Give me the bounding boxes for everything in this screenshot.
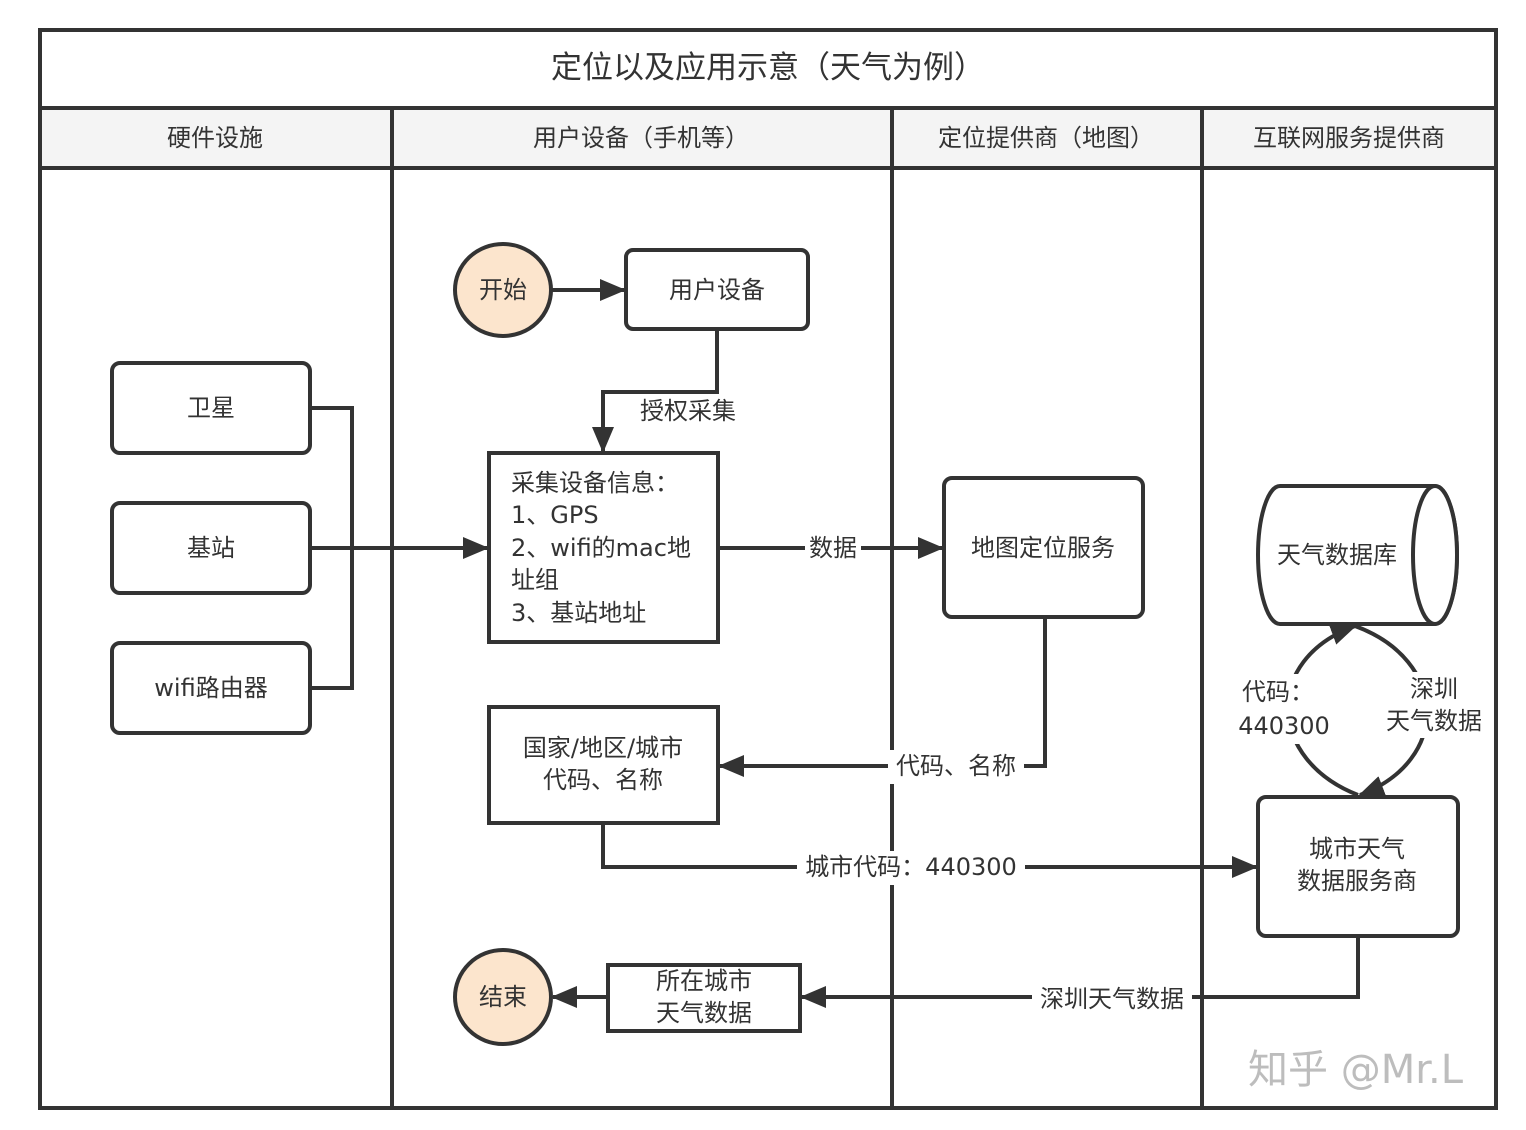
end-terminal-shape (453, 948, 553, 1046)
collect-info-line: 1、GPS (511, 501, 599, 529)
edge-label-code-name: 代码、名称 (896, 752, 1016, 780)
user-device-shape (624, 248, 810, 331)
collect-info-line: 3、基站地址 (511, 599, 646, 627)
lane-header-user-device: 用户设备（手机等） (533, 124, 749, 152)
collect-info-line: 采集设备信息： (511, 469, 679, 497)
start-label: 开始 (479, 276, 527, 304)
collect-info-shape (487, 451, 720, 644)
node-base-station: 基站 (110, 501, 312, 595)
edge-label-query-db-line1: 代码： (1242, 678, 1314, 706)
diagram-title: 定位以及应用示意（天气为例） (551, 50, 985, 86)
city-weather-line: 所在城市 (656, 967, 752, 995)
map-service-shape (942, 476, 1145, 619)
edge-label-query-db-line2: 440300 (1238, 712, 1330, 740)
edge-label-db-result-line2: 天气数据 (1386, 707, 1482, 735)
diagram-frame (38, 28, 1498, 1110)
edge-label-bg (888, 750, 1024, 784)
edge-label-bg (1236, 674, 1332, 744)
user-device-label: 用户设备 (669, 276, 765, 304)
node-weather-db: 天气数据库 (1256, 484, 1459, 626)
weather-provider-line: 数据服务商 (1297, 867, 1417, 895)
edge-label-db-result-line1: 深圳 (1410, 675, 1458, 703)
wifi-router-label: wifi路由器 (154, 674, 267, 702)
weather-provider-line: 城市天气 (1309, 835, 1405, 863)
node-user-device: 用户设备 (624, 248, 810, 331)
satellite-label: 卫星 (187, 394, 235, 422)
wifi-router-shape (110, 641, 312, 735)
region-code-line: 代码、名称 (543, 766, 663, 794)
collect-info-line: 2、wifi的mac地 (511, 534, 691, 562)
edge-label-bg (797, 851, 1025, 885)
edge-city-code (601, 823, 1258, 878)
node-city-weather: 所在城市 天气数据 (606, 963, 802, 1033)
lane-header-location-provider: 定位提供商（地图） (938, 124, 1154, 152)
lane-header-background (40, 110, 1496, 168)
watermark: 知乎 @Mr.L (1248, 1047, 1464, 1093)
region-code-line: 国家/地区/城市 (523, 734, 683, 762)
lane-header-internet-provider: 互联网服务提供商 (1253, 124, 1445, 152)
node-region-code: 国家/地区/城市 代码、名称 (487, 705, 720, 825)
edge-label-bg (1380, 672, 1488, 738)
node-start: 开始 (453, 242, 553, 338)
map-service-label: 地图定位服务 (971, 534, 1115, 562)
base-station-label: 基站 (187, 534, 235, 562)
edge-label-city-code: 城市代码：440300 (805, 853, 1017, 881)
edge-label-bg (1032, 981, 1192, 1015)
end-label: 结束 (479, 983, 527, 1011)
edge-label-sz-weather: 深圳天气数据 (1040, 985, 1184, 1013)
node-collect-info: 采集设备信息： 1、GPS 2、wifi的mac地 址组 3、基站地址 (487, 451, 720, 644)
base-station-shape (110, 501, 312, 595)
node-weather-provider: 城市天气 数据服务商 (1256, 795, 1460, 938)
city-weather-line: 天气数据 (656, 999, 752, 1027)
lane-header-hardware: 硬件设施 (167, 124, 263, 152)
edge-code-name (718, 618, 1047, 777)
start-terminal-shape (453, 242, 553, 338)
city-weather-shape (606, 963, 802, 1033)
edge-sz-weather (800, 936, 1360, 1008)
weather-db-cylinder-cap (1411, 484, 1459, 626)
node-map-service: 地图定位服务 (942, 476, 1145, 619)
edge-label-bg (805, 532, 861, 564)
satellite-shape (110, 361, 312, 455)
weather-provider-shape (1256, 795, 1460, 938)
node-end: 结束 (453, 948, 553, 1046)
edge-authorize (592, 330, 719, 453)
node-satellite: 卫星 (110, 361, 312, 455)
node-wifi-router: wifi路由器 (110, 641, 312, 735)
weather-db-label: 天气数据库 (1277, 541, 1397, 569)
region-code-shape (487, 705, 720, 825)
edge-label-authorize: 授权采集 (640, 397, 736, 425)
collect-info-line: 址组 (511, 566, 559, 594)
edge-label-data: 数据 (809, 534, 857, 562)
